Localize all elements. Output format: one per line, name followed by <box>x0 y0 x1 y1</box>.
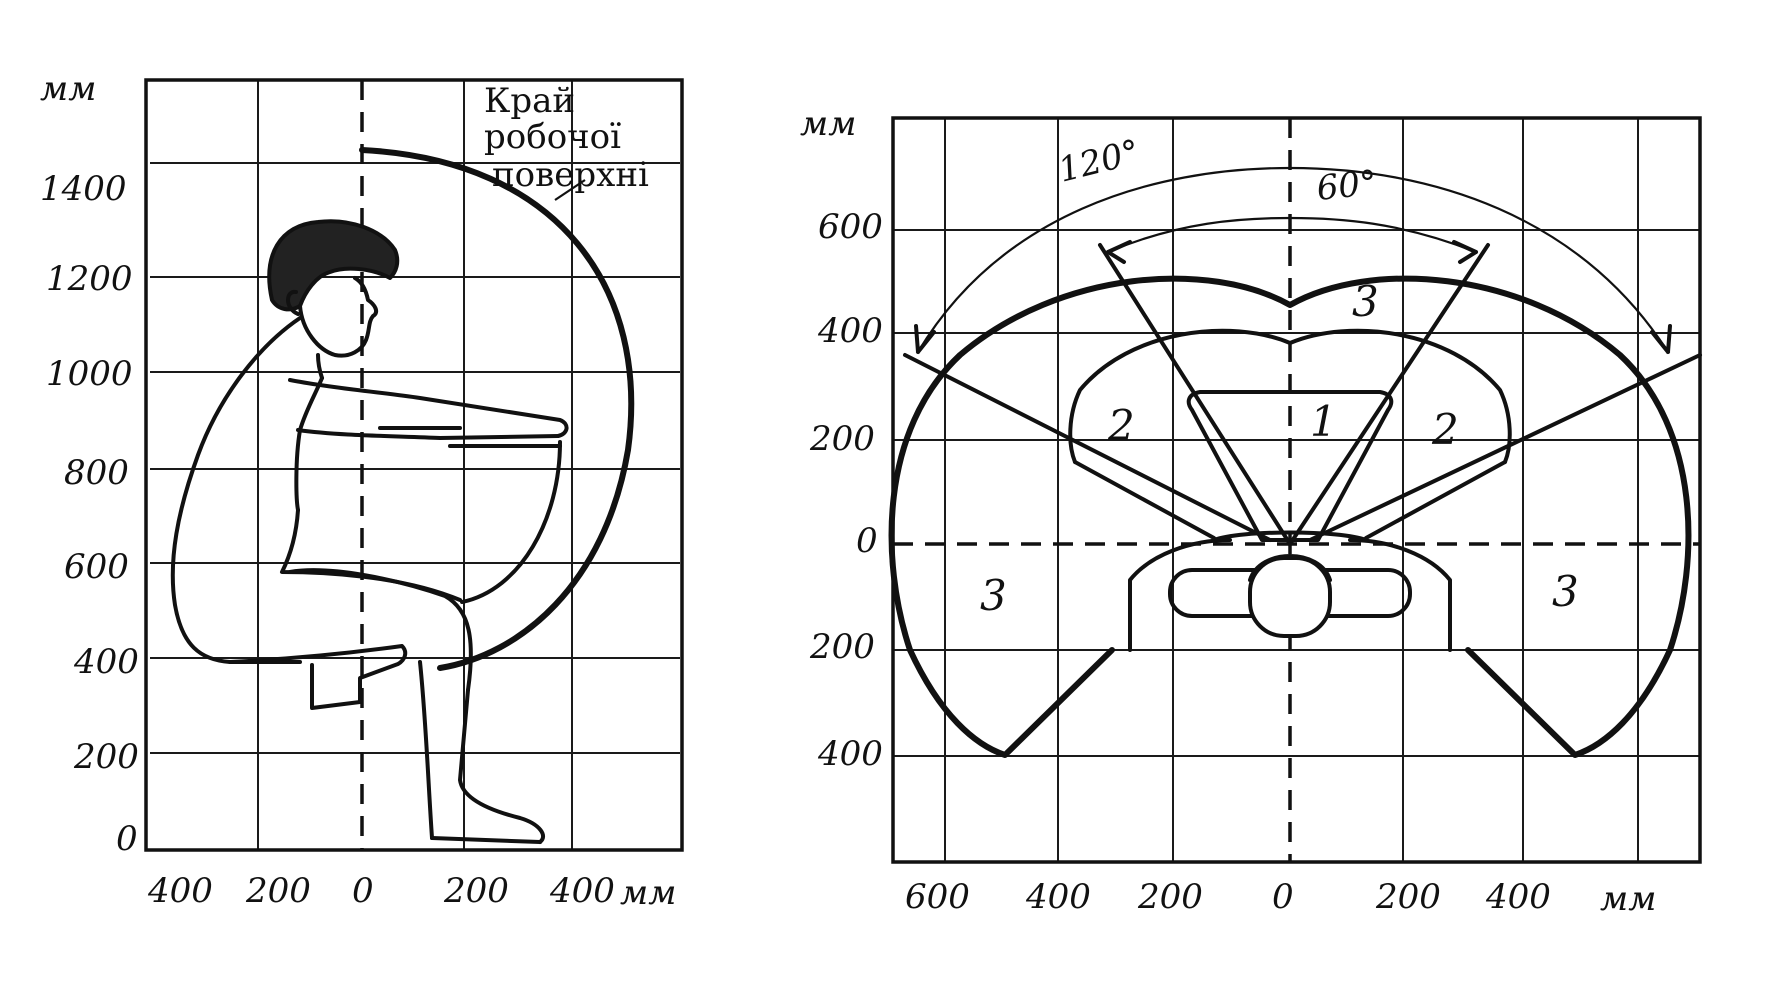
top-y-tick: 200 <box>809 419 875 459</box>
top-x-tick: 200 <box>1375 877 1441 917</box>
angle-label-60: 60° <box>1315 163 1379 209</box>
side-view-x-unit: мм <box>620 873 676 913</box>
top-y-tick: 400 <box>817 734 883 774</box>
side-y-tick: 400 <box>73 642 139 682</box>
side-x-tick: 200 <box>245 871 311 911</box>
top-view-panel: мм 600 400 200 0 200 400 600 400 200 0 2… <box>800 104 1702 919</box>
side-y-tick: 200 <box>73 737 139 777</box>
elbow-reach-arc <box>460 440 562 604</box>
zone-label: 2 <box>1107 401 1135 450</box>
top-view-x-ticks: 600 400 200 0 200 400 <box>905 877 1551 917</box>
side-y-tick: 1200 <box>46 259 133 299</box>
top-view-y-ticks: 600 400 200 0 200 400 <box>809 207 883 774</box>
top-x-tick: 600 <box>905 877 970 917</box>
side-y-tick: 1000 <box>46 354 133 394</box>
side-view-x-ticks: 400 200 0 200 400 <box>147 871 615 911</box>
top-x-tick: 0 <box>1272 877 1294 917</box>
side-y-tick: 600 <box>64 547 129 587</box>
top-y-tick: 600 <box>818 207 883 247</box>
top-view-y-unit: мм <box>800 104 856 144</box>
angle-arc-60 <box>1107 216 1477 254</box>
operator-top-view <box>1128 530 1452 652</box>
operator-head <box>1248 556 1332 638</box>
edge-label-line: Край <box>484 81 575 121</box>
side-view-y-ticks: 1400 1200 1000 800 600 400 200 0 <box>40 169 139 859</box>
top-view-frame <box>891 116 1702 864</box>
side-y-tick: 800 <box>64 453 129 493</box>
sector-lines <box>903 243 1702 546</box>
top-x-tick: 200 <box>1137 877 1203 917</box>
edge-label: Край робочої поверхні <box>484 81 649 195</box>
side-view-panel: мм 1400 1200 1000 800 600 400 200 0 400 … <box>40 69 684 913</box>
zone-label: 3 <box>980 571 1007 620</box>
side-view-grid <box>150 80 680 850</box>
seated-person-figure <box>170 219 569 844</box>
side-y-tick: 1400 <box>40 169 127 209</box>
zone-3-boundary <box>888 275 1692 758</box>
zone-label: 3 <box>1352 277 1379 326</box>
top-x-tick: 400 <box>1025 877 1091 917</box>
top-y-tick: 200 <box>809 627 875 667</box>
zone-label: 1 <box>1310 397 1337 446</box>
top-x-tick: 400 <box>1485 877 1551 917</box>
edge-label-line: поверхні <box>492 155 649 195</box>
side-x-tick: 0 <box>352 871 374 911</box>
top-view-grid <box>893 118 1700 862</box>
side-view-frame <box>144 78 684 852</box>
angle-arrowheads <box>914 240 1672 354</box>
zone-2-boundary <box>1068 328 1512 464</box>
angle-arc-120 <box>917 166 1669 353</box>
edge-label-line: робочої <box>484 117 621 157</box>
top-y-tick: 400 <box>817 311 883 351</box>
zone-labels: 3 2 1 2 3 3 <box>980 277 1579 620</box>
zone-label: 2 <box>1431 405 1459 454</box>
side-x-tick: 200 <box>443 871 509 911</box>
angle-label-120: 120° <box>1055 132 1144 191</box>
side-y-tick: 0 <box>116 819 138 859</box>
side-x-tick: 400 <box>549 871 615 911</box>
reach-envelope-arc <box>359 147 635 671</box>
side-x-tick: 400 <box>147 871 213 911</box>
edge-label-leader <box>554 179 586 201</box>
top-view-x-unit: мм <box>1600 879 1656 919</box>
zone-label: 3 <box>1552 567 1579 616</box>
side-view-y-unit: мм <box>40 69 96 109</box>
top-y-tick: 0 <box>856 521 878 561</box>
